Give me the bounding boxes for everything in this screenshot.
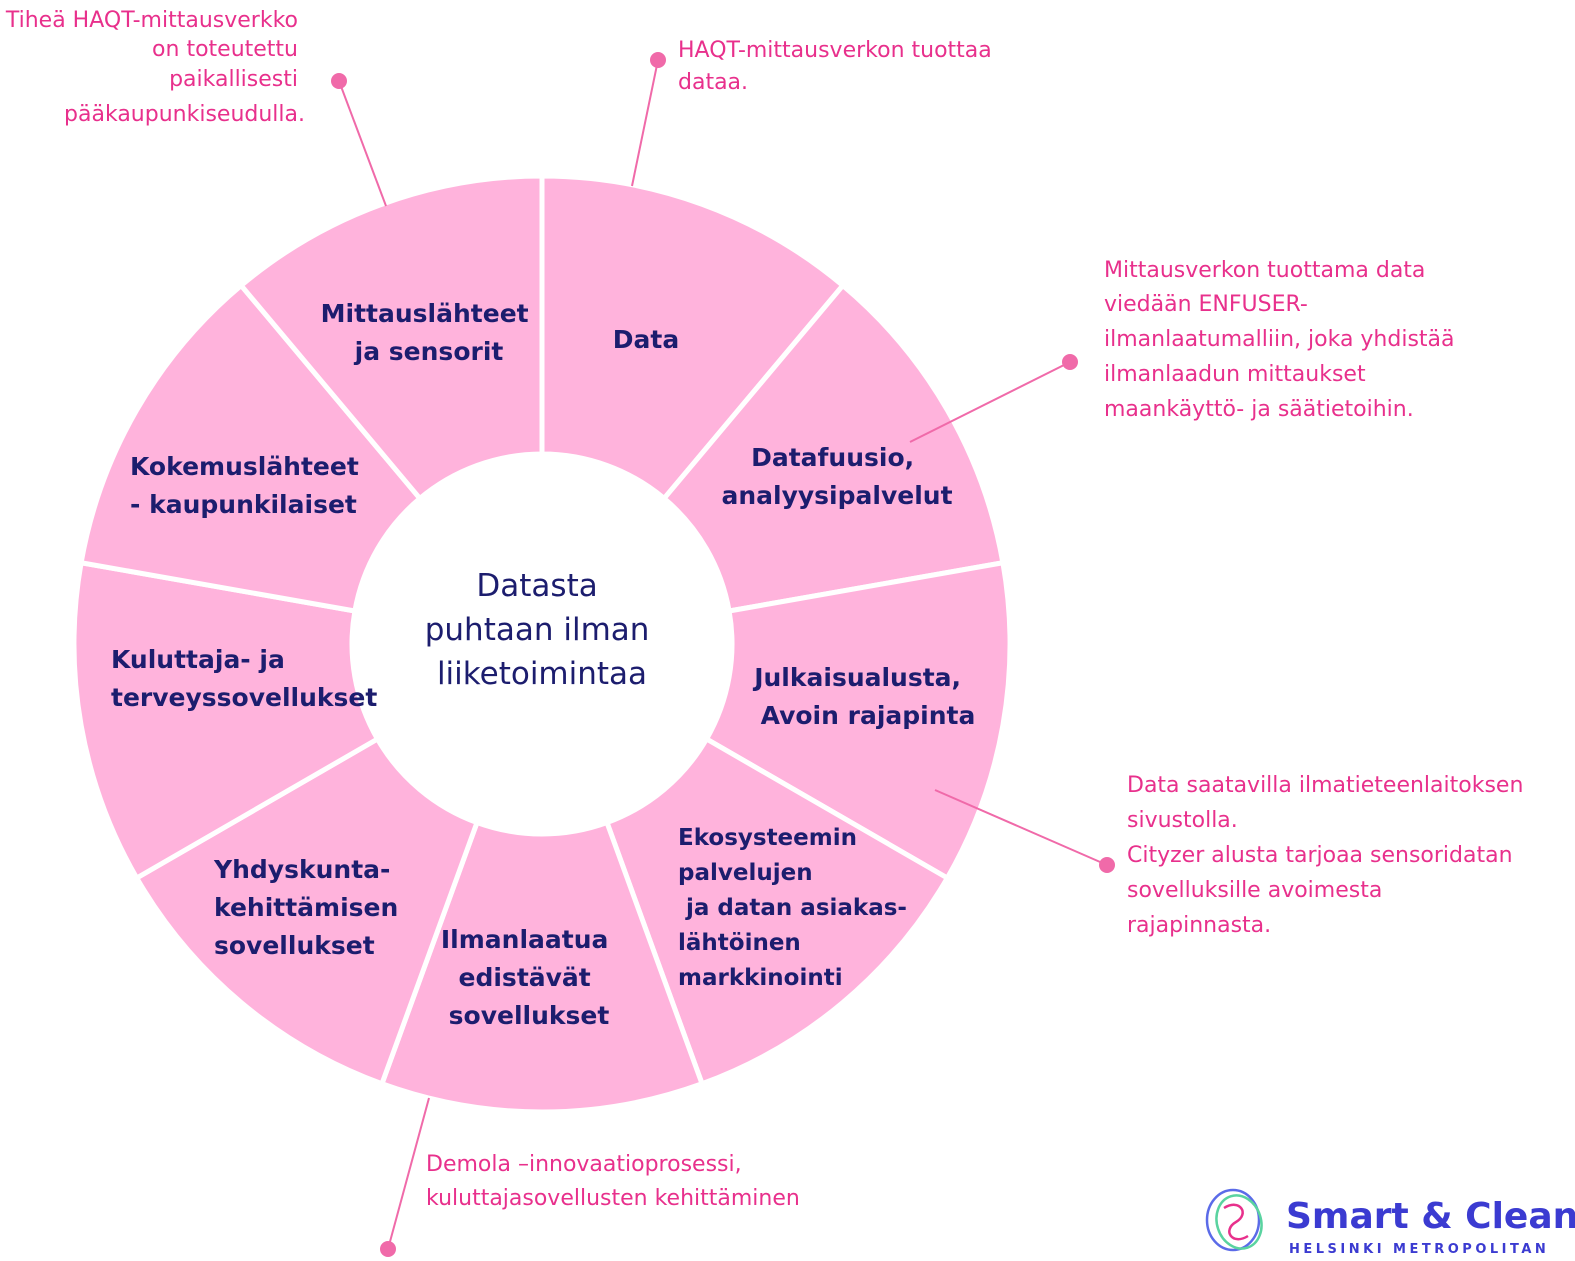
- center-hub: [350, 452, 734, 836]
- segment-label-mittauslahteet: Mittauslähteet ja sensorit: [321, 299, 538, 366]
- callout-line: pääkaupunkiseudulla.: [64, 102, 305, 127]
- wheel-segments: [71, 173, 1013, 1115]
- callout-line: sivustolla.: [1127, 808, 1238, 833]
- segment-label-julkaisualusta: Julkaisualusta, Avoin rajapinta: [752, 663, 975, 730]
- callout-line: Mittausverkon tuottama data: [1104, 258, 1425, 283]
- leader-line: [934, 789, 1108, 866]
- callout-line: ilmanlaatumalliin, joka yhdistää: [1104, 327, 1455, 352]
- callout-line: ilmanlaadun mittaukset: [1104, 362, 1366, 387]
- segment-label-line: Mittauslähteet: [321, 299, 529, 328]
- logo-emblem-icon: [1205, 1188, 1263, 1252]
- segment-label-yhdyskunta: Yhdyskunta- kehittämisen sovellukset: [213, 855, 407, 960]
- segment-labels: Data Datafuusio, analyysipalvelut Julkai…: [0, 0, 975, 1030]
- logo-title: Smart & Clean: [1286, 1196, 1575, 1237]
- center-line: Datasta: [476, 568, 597, 604]
- callout-line: kuluttajasovellusten kehittäminen: [426, 1186, 800, 1211]
- callout-haqt-data: HAQT-mittausverkon tuottaa dataa.: [678, 38, 999, 95]
- segment-label-data: Data: [613, 325, 679, 354]
- leader-line: [909, 361, 1071, 443]
- leader-line: [631, 59, 659, 187]
- callout-line: Tiheä HAQT-mittausverkko: [5, 8, 298, 33]
- segment-label-kokemuslahteet: Kokemuslähteet - kaupunkilaiset: [130, 452, 368, 519]
- segment-label-line: edistävät: [459, 963, 591, 992]
- segment-label-line: ja sensorit: [354, 337, 504, 366]
- leader-dot: [1099, 857, 1115, 873]
- callout-line: paikallisesti: [169, 67, 298, 92]
- callout-line: sovelluksille avoimesta: [1127, 878, 1382, 903]
- segment-label-ekosysteemi: Ekosysteemin palvelujen ja datan asiakas…: [0, 0, 963, 991]
- callout-line: maankäyttö- ja säätietoihin.: [1104, 397, 1414, 422]
- callout-line: HAQT-mittausverkon tuottaa: [678, 38, 992, 63]
- segment-label-line: Yhdyskunta-: [213, 855, 390, 884]
- callout-line: Demola –innovaatioprosessi,: [426, 1152, 742, 1177]
- segment-label-line: Data: [613, 325, 679, 354]
- segment-label-line: Kuluttaja- ja: [111, 645, 285, 674]
- segment-label-line: palvelujen: [678, 860, 813, 886]
- callout-line: Cityzer alusta tarjoaa sensoridatan: [1127, 843, 1513, 868]
- callout-line: dataa.: [678, 70, 748, 95]
- leader-dot: [331, 73, 347, 89]
- smart-clean-logo: Smart & Clean HELSINKI METROPOLITAN: [1205, 1188, 1575, 1257]
- leader-dot: [380, 1241, 396, 1257]
- segment-label-line: kehittämisen: [214, 893, 398, 922]
- callout-demola: Demola –innovaatioprosessi, kuluttajasov…: [426, 1152, 800, 1211]
- segment-label-line: Avoin rajapinta: [761, 701, 976, 730]
- callout-enfuser: Mittausverkon tuottama data viedään ENFU…: [1104, 258, 1462, 422]
- leader-dot: [1062, 354, 1078, 370]
- segment-label-line: Ilmanlaatua: [441, 925, 609, 954]
- segment-label-line: terveyssovellukset: [111, 683, 377, 712]
- segment-label-line: ja datan asiakas-: [678, 895, 907, 921]
- segment-label-line: analyysipalvelut: [721, 481, 952, 510]
- callout-line: rajapinnasta.: [1127, 913, 1271, 938]
- segment-label-line: markkinointi: [678, 965, 843, 991]
- logo-subtitle: HELSINKI METROPOLITAN: [1289, 1242, 1549, 1257]
- center-line: puhtaan ilman: [425, 612, 650, 648]
- callouts: Tiheä HAQT-mittausverkko on toteutettu p…: [5, 8, 1530, 1211]
- leader-line: [387, 1097, 430, 1250]
- segment-label-line: sovellukset: [214, 931, 375, 960]
- center-title: Datasta puhtaan ilman liiketoimintaa: [425, 568, 660, 692]
- callout-cityzer: Data saatavilla ilmatieteenlaitoksen siv…: [1127, 773, 1530, 938]
- callout-haqt-network: Tiheä HAQT-mittausverkko on toteutettu p…: [5, 8, 305, 127]
- leader-dot: [650, 52, 666, 68]
- callout-line: viedään ENFUSER-: [1104, 292, 1308, 317]
- segment-label-line: lähtöinen: [678, 930, 801, 956]
- segment-label-line: Kokemuslähteet: [130, 452, 359, 481]
- segment-label-line: - kaupunkilaiset: [130, 490, 357, 519]
- callout-line: on toteutettu: [152, 37, 298, 62]
- segment-label-ilmanlaatua: Ilmanlaatua edistävät sovellukset: [441, 925, 617, 1030]
- segment-label-line: Julkaisualusta,: [752, 663, 961, 692]
- leader-line: [338, 80, 387, 207]
- segment-label-line: Ekosysteemin: [678, 825, 857, 851]
- segment-label-line: Datafuusio,: [751, 443, 914, 472]
- segment-label-line: sovellukset: [449, 1001, 610, 1030]
- segment-label-datafuusio: Datafuusio, analyysipalvelut: [721, 443, 952, 510]
- callout-leaders: [331, 52, 1115, 1257]
- center-line: liiketoimintaa: [437, 656, 647, 692]
- callout-line: Data saatavilla ilmatieteenlaitoksen: [1127, 773, 1523, 798]
- segment-label-kuluttaja: Kuluttaja- ja terveyssovellukset: [111, 645, 377, 712]
